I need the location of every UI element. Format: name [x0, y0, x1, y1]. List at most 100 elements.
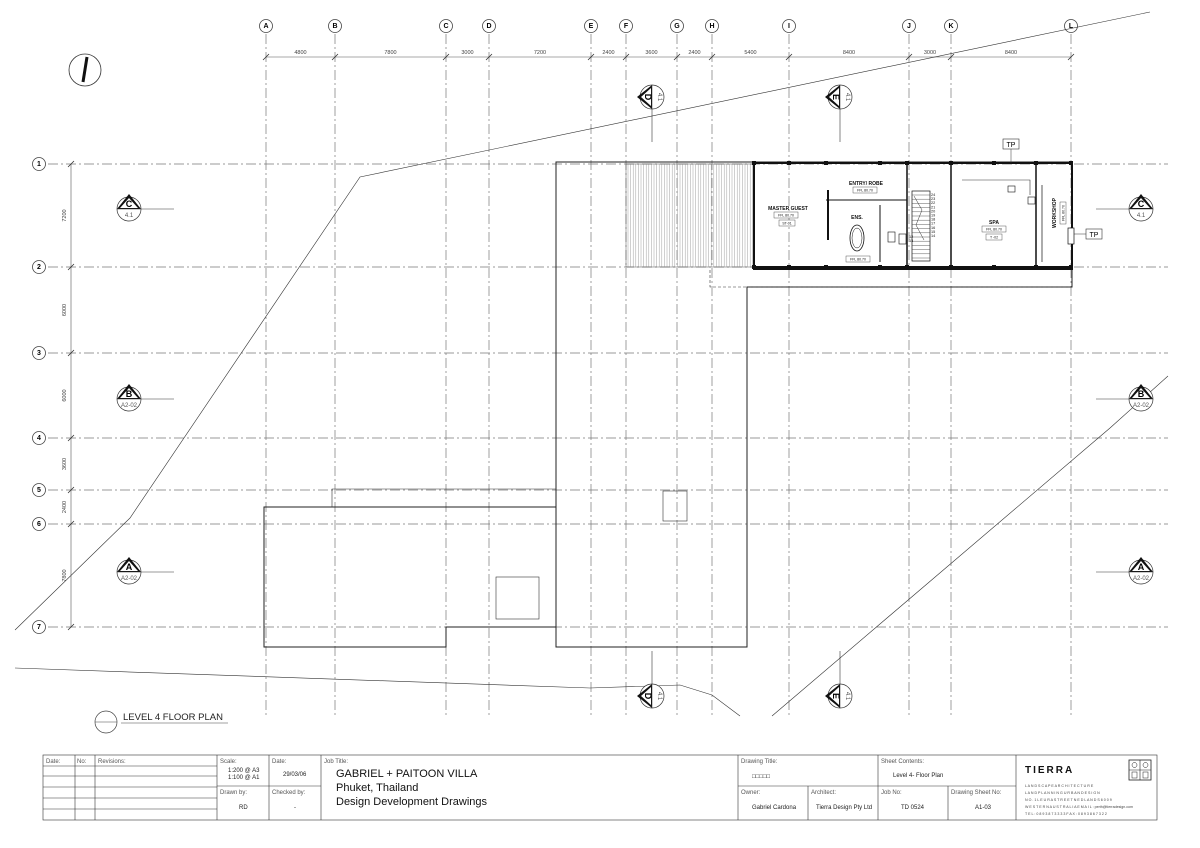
grid-dim-col: 2400: [602, 50, 614, 56]
tb-drawing-title-value: □□□□□: [752, 774, 770, 780]
grid-bubble-row: [32, 260, 46, 274]
grid-dim-col: 5400: [744, 50, 756, 56]
section-letter: E: [831, 94, 841, 100]
section-sheet: A2-02: [121, 576, 138, 582]
master-finish-tag: ST-01: [782, 222, 791, 226]
grid-label-col: I: [788, 23, 790, 30]
grid-bubble-col: [584, 19, 598, 33]
tb-job-title-3: Design Development Drawings: [336, 796, 488, 808]
tb-no-col: No:: [77, 759, 87, 765]
section-marker-c-left: C4.1: [116, 194, 174, 222]
grid-dim-col: 4800: [294, 50, 306, 56]
section-letter: B: [126, 389, 133, 399]
section-sheet: 4.1: [656, 93, 662, 102]
tb-scale-label: Scale:: [220, 759, 237, 765]
north-arrow-icon: [68, 53, 102, 87]
section-marker-b-right: BA2-02: [1096, 384, 1154, 412]
tb-firm-line3: N O . 1 L E U R A S T R E E T N E D L A …: [1025, 798, 1112, 802]
grid-bubble-col: [482, 19, 496, 33]
room-label-spa: SPA: [989, 220, 999, 226]
tb-firm-line5: T E L : 0 8 9 3 8 7 3 3 3 3 F A X : 0 8 …: [1025, 812, 1107, 816]
site-boundary: [14, 11, 1169, 717]
grid-label-col: F: [624, 23, 629, 30]
section-marker-a-right: A A2-02: [1096, 557, 1154, 585]
section-letter: D: [643, 693, 653, 700]
tb-sheet-no-value: A1-03: [975, 805, 992, 811]
tb-owner-label: Owner:: [741, 790, 761, 796]
tb-job-title-label: Job Title:: [324, 759, 348, 765]
grid-dim-col: 3000: [924, 50, 936, 56]
grid-label-row: 6: [37, 521, 41, 528]
level4-rooms: [752, 161, 1075, 270]
grid-bubble-row: [32, 517, 46, 531]
grid-label-col: G: [674, 23, 680, 30]
tb-sheet-no-label: Drawing Sheet No:: [951, 790, 1002, 796]
title-block: [42, 754, 1158, 821]
grid-label-col: B: [332, 23, 337, 30]
section-sheet: A2-02: [121, 403, 138, 409]
stair-step-number: 13: [909, 239, 913, 243]
grid-bubble-row: [32, 483, 46, 497]
section-sheet: A2-02: [1133, 576, 1150, 582]
entry-ffl-tag: FFL 80.70: [857, 189, 873, 193]
tb-architect-label: Architect:: [811, 790, 836, 796]
grid-dim-col: 7200: [534, 50, 546, 56]
stair-step-number: 23: [931, 197, 935, 201]
grid-bubble-col: [259, 19, 273, 33]
tp-tag-right: TP: [1090, 232, 1099, 239]
grid-bubble-col: [619, 19, 633, 33]
section-letter: C: [126, 199, 133, 209]
grid-bubble-col: [944, 19, 958, 33]
tb-checked-label: Checked by:: [272, 790, 306, 796]
grid-dim-row: 6000: [62, 389, 68, 401]
room-label-ens: ENS.: [851, 215, 863, 221]
stair-step-number: 18: [931, 218, 935, 222]
section-sheet: 4.1: [844, 93, 850, 102]
tb-firm-name: TIERRA: [1025, 765, 1074, 776]
section-marker-a-left: A A2-02: [116, 557, 174, 585]
tb-job-title-2: Phuket, Thailand: [336, 782, 418, 794]
grid-label-col: J: [907, 23, 911, 30]
grid-bubble-row: [32, 620, 46, 634]
stair-step-number: 20: [931, 209, 935, 213]
tb-date-label: Date:: [272, 759, 287, 765]
section-letter: A: [126, 562, 133, 572]
grid-label-row: 5: [37, 487, 41, 494]
grid-dim-col: 8400: [1005, 50, 1017, 56]
grid-bubble-col: [782, 19, 796, 33]
tb-sheet-contents-label: Sheet Contents:: [881, 759, 924, 765]
section-marker-c-right: C4.1: [1096, 194, 1154, 222]
ens-ffl-tag: FFL 80.70: [850, 258, 866, 262]
stair-step-number: 24: [931, 193, 935, 197]
grid-dim-row: 7800: [62, 569, 68, 581]
tb-job-title-1: GABRIEL + PAITOON VILLA: [336, 768, 478, 780]
grid-dim-col: 3600: [645, 50, 657, 56]
tb-firm-line4: W E S T E R N A U S T R A L I A E M A I …: [1025, 805, 1133, 809]
stair-step-number: 16: [931, 226, 935, 230]
tb-date-value: 29/03/06: [283, 772, 307, 778]
grid-dim-row: 3600: [62, 458, 68, 470]
grid-dim-col: 3000: [461, 50, 473, 56]
workshop-ffl-tag: FFL 80.70: [1062, 205, 1066, 221]
grid-label-row: 4: [37, 435, 41, 442]
grid-dim-col: 8400: [843, 50, 855, 56]
plan-title: LEVEL 4 FLOOR PLAN: [123, 712, 223, 723]
section-letter: A: [1138, 562, 1145, 572]
stair-step-number: 15: [931, 230, 935, 234]
grid-label-col: A: [263, 23, 268, 30]
tp-tag-top: TP: [1007, 142, 1016, 149]
grid-label-col: H: [709, 23, 714, 30]
stair-step-number: 21: [931, 205, 935, 209]
section-sheet: A2-02: [1133, 403, 1150, 409]
tb-date-col: Date:: [46, 759, 61, 765]
tb-revisions-col: Revisions:: [98, 759, 126, 765]
grid-bubble-row: [32, 157, 46, 171]
grid-label-col: D: [486, 23, 491, 30]
grid-bubble-col: [902, 19, 916, 33]
stair-step-number: 19: [931, 214, 935, 218]
grid-bubble-col: [670, 19, 684, 33]
